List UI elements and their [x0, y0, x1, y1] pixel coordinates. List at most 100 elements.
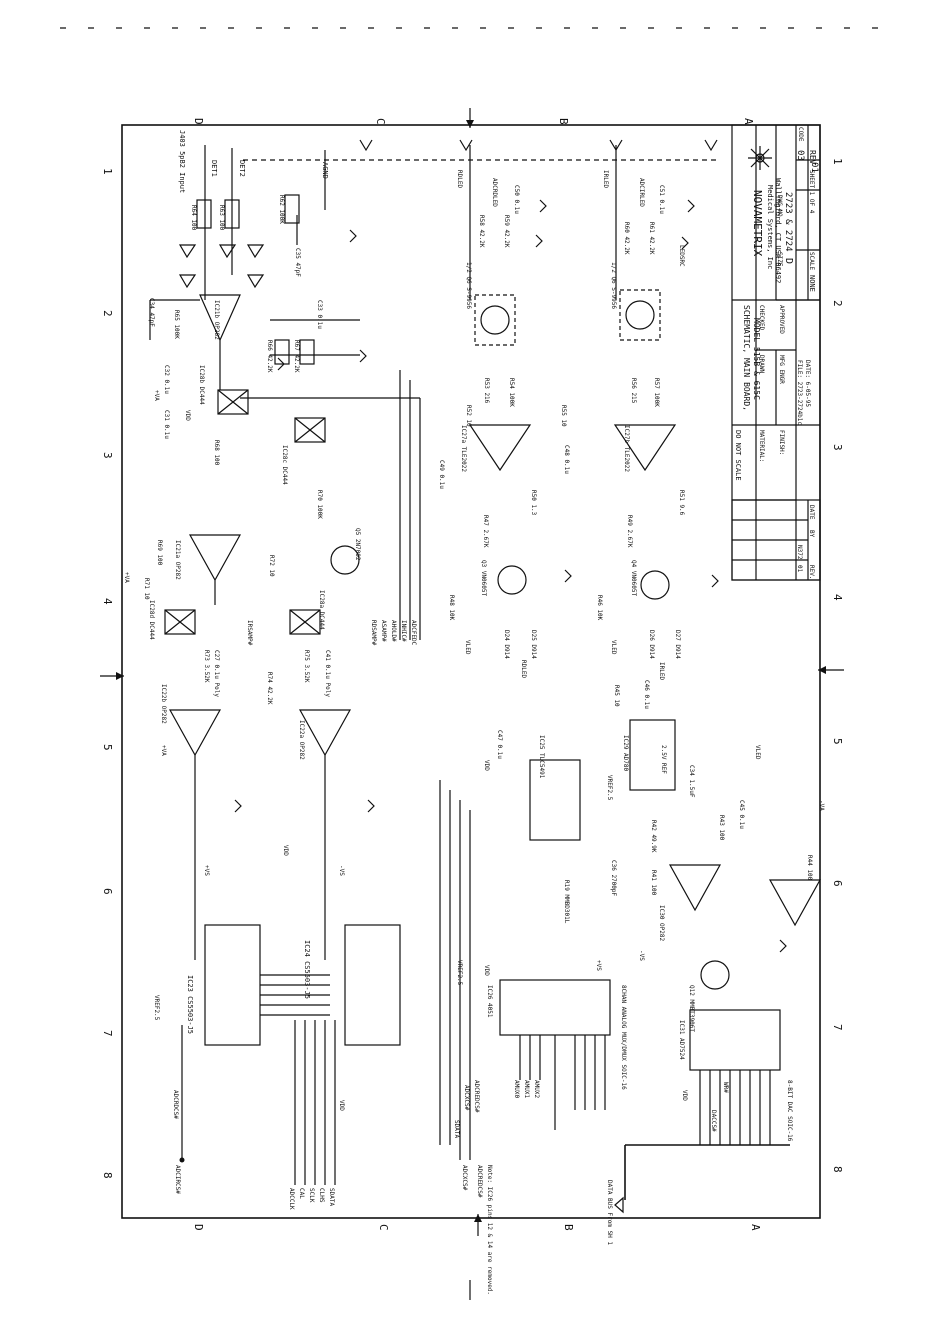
zone-rows-left: 1 2 3 4 5 6 7 8	[100, 168, 124, 1179]
ic22a-label: IC22a OP282	[298, 720, 305, 760]
opamp-ic21b: IC21b OP282	[199, 294, 241, 390]
r60-label: R60 42.2K	[623, 222, 630, 255]
rev-entry-date: 01	[796, 565, 803, 573]
ic25-label: IC25 TLC5491	[538, 735, 545, 779]
adcredcs-label-1: ADCREDCS#	[473, 1080, 480, 1113]
adc-rdled-label: ADCRDLED	[491, 178, 498, 207]
r43-label: R43 100	[718, 815, 725, 841]
rdled-label-bottom: RDLED	[520, 660, 527, 678]
novametrix-logo	[748, 146, 772, 170]
rev-entry: N372	[796, 545, 803, 560]
size-label: SIZE	[776, 252, 783, 267]
transistor-q5: Q5 2N7002	[330, 528, 361, 575]
opamp-ic21a: IC21a OP282 R69 100 R71 10 R72 10 R68 10…	[143, 440, 323, 605]
r59-label: R59 42.2K	[503, 215, 510, 248]
rev-row-by: BY	[808, 530, 815, 538]
adc-irled-label: ADCIRLED	[638, 178, 645, 207]
row-3-right: 3	[831, 444, 844, 451]
note-label: Note: IC26 pins 12 & 14 are removed.	[486, 1165, 493, 1295]
plus-vs-1: +VS	[203, 865, 210, 876]
row-5-right: 5	[831, 738, 844, 745]
r67-label: R67 42.2K	[293, 340, 300, 373]
c36-label: C36 2700pF	[610, 860, 617, 897]
minus-vs-2: -VS	[638, 950, 645, 961]
data-bus-label: DATA BUS From SH 1	[606, 1180, 613, 1245]
adc-ic25: IC25 TLC5491 C47 0.1u VREF2.5	[496, 730, 613, 841]
title-block: NOVAMETRIX Medical Systems, Inc Wallingf…	[731, 124, 821, 581]
r46-label: R46 10K	[596, 595, 603, 621]
d25-label: D25 D914	[530, 630, 537, 659]
transistor-q12: Q12 MMBT3906T	[688, 960, 730, 1032]
r53-label: R53 216	[483, 378, 490, 404]
r63-label: R63 100	[218, 205, 225, 231]
material-label: MATERIAL:	[758, 430, 765, 463]
c50-label: C50 0.1u	[513, 185, 520, 214]
ground-symbols	[234, 199, 787, 953]
ic28b-label: IC28b DC444	[198, 365, 205, 405]
rev-value: 01	[809, 162, 819, 173]
ahold-label: AHOLD#	[390, 620, 397, 642]
row-2-right: 2	[831, 300, 844, 307]
row-8-left: 8	[101, 1172, 114, 1179]
ic24-label: IC24 CS5503-J5	[303, 940, 311, 999]
ic28d-label: IC28d DC444	[148, 600, 155, 640]
zone-b-bottom: B	[562, 1224, 575, 1231]
code-value: 03	[795, 150, 805, 161]
ic21a-label: IC21a OP282	[174, 540, 181, 580]
scale-value: NONE	[808, 275, 816, 292]
r75-label: R75 3.52K	[303, 650, 310, 683]
inh-label: INHIC#	[400, 620, 407, 642]
company-sub2: Wallingford, CT USA 06492	[774, 178, 782, 283]
q4-label: Q4 VN0605T	[630, 560, 637, 597]
ic28a-label: IC28a DC444	[318, 590, 325, 630]
vdd-2: VDD	[282, 845, 289, 856]
plus-va-3: +VA	[123, 572, 130, 583]
r44-label: R44 100	[806, 855, 813, 881]
clhs-label: CLHS	[318, 1188, 325, 1203]
ic21b-label: IC21b OP282	[213, 300, 220, 340]
power-labels: +VA +VA +VS -VS +VS -VS VDD VDD VDD VDD …	[123, 572, 688, 1111]
adcxcs-label: ADCXCS#	[463, 1085, 470, 1111]
minus-vs-1: -VS	[338, 865, 345, 876]
r47-label: R47 2.67K	[482, 515, 489, 548]
amux0-label: AMUX0	[513, 1080, 520, 1098]
adc-bus-lines: ADCCLK CAL SCLK CLHS SDATA ADCIRCS# ADCR…	[153, 780, 493, 1295]
sdata-label-2: SDATA	[453, 1120, 460, 1138]
approved-label: APPROVED	[778, 305, 785, 334]
ic23-label: IC23 CS5503-J5	[186, 975, 194, 1034]
row-7-left: 7	[101, 1030, 114, 1037]
r61-label: R61 42.2K	[648, 222, 655, 255]
company-name: NOVAMETRIX	[751, 190, 764, 257]
r54-label: R54 100K	[508, 378, 515, 407]
led-driver-irled: IRLED ADCIRLED R60 42.2K R61 42.2K C51 0…	[596, 145, 685, 680]
row-4-right: 4	[831, 594, 844, 601]
plus-va-2: +VA	[160, 745, 167, 756]
opamp-ic22b: IC22b OP282	[160, 684, 222, 960]
r45-label: R45 10	[613, 685, 620, 707]
r71-label: R71 10	[143, 578, 150, 600]
code-label: CODE	[797, 127, 804, 142]
opamp-ic30: IC30 OP282 R42 49.9K R41 100 R43 100 C36…	[563, 815, 725, 942]
q6b-label: 1/2 Q6 S-9956	[610, 262, 617, 309]
analog-switch-ic28a: IC28a DC444	[289, 590, 325, 635]
vled-label-3: VLED	[754, 745, 761, 760]
r57-label: R57 100K	[653, 378, 660, 407]
c46-label: C46 0.1u	[643, 680, 650, 709]
vdd-3: VDD	[483, 760, 490, 771]
schematic-title-2: MODEL 515B & 615C	[752, 318, 761, 400]
c34b-label: C34 1.5uF	[688, 765, 695, 798]
r66-label: R66 42.2K	[266, 340, 273, 373]
led-driver-rdled: RDLED ADCRDLED R58 42.2K R59 42.2K C50 0…	[438, 145, 570, 678]
rdled-label-top: RDLED	[456, 170, 463, 188]
vdd-6: VDD	[338, 1100, 345, 1111]
input-connector-j403: J403 5pB2 Input DET1 DET2 AGND	[178, 130, 720, 300]
ic27b-label: IC27b TLE2022	[623, 425, 630, 472]
ic27a-label: IC27a TLE2022	[460, 425, 467, 472]
adcircs-label: ADCIRCS#	[174, 1165, 181, 1194]
dwg-number: 2723 & 2724	[783, 192, 793, 252]
j403-label: J403 5pB2 Input	[178, 130, 186, 193]
adc-ic24: IC24 CS5503-J5	[303, 924, 401, 1046]
r64-label: R64 100	[190, 205, 197, 231]
r42-label: R42 49.9K	[650, 820, 657, 853]
q3-label: Q3 VN0605T	[480, 560, 487, 597]
